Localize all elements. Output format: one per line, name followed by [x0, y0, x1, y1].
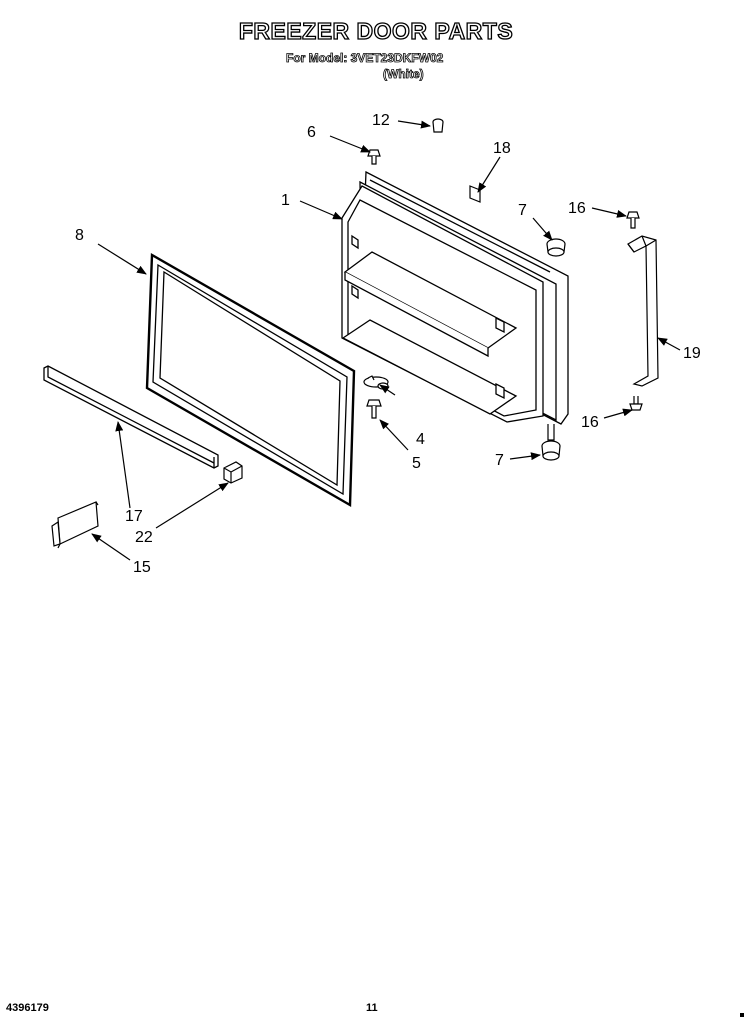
callout-7-top: 7: [518, 202, 527, 219]
callout-labels: 1 4 5 6 7 7 8 12 15 16 16 17 18 19 22: [75, 112, 701, 576]
clip-part: [223, 461, 243, 484]
door-strip-part: [43, 365, 219, 469]
door-liner-part: [341, 170, 569, 425]
callout-18: 18: [493, 140, 511, 157]
page-number: 11: [366, 1002, 378, 1014]
screw-part-16-bottom: [629, 396, 643, 411]
callout-6: 6: [307, 124, 316, 141]
callout-4: 4: [416, 431, 425, 448]
color-line: (White): [383, 67, 424, 82]
foam-block-part: [51, 501, 99, 549]
callout-1: 1: [281, 192, 290, 209]
plug-part: [432, 118, 444, 133]
door-stop-part: [363, 375, 389, 390]
door-gasket-part: [145, 252, 356, 508]
callout-15: 15: [133, 559, 151, 576]
callout-12: 12: [372, 112, 390, 129]
screw-part-5: [366, 399, 382, 419]
callout-22: 22: [135, 529, 153, 546]
hinge-bushing-bottom-part: [541, 424, 561, 461]
leader-lines: [91, 120, 681, 561]
screw-part-6: [367, 149, 381, 165]
callout-8: 8: [75, 227, 84, 244]
model-line: For Model: 3VET23DKFW02: [286, 51, 444, 66]
handle-part: [627, 235, 659, 387]
hinge-bushing-top-part: [546, 238, 566, 257]
document-number: 4396179: [6, 1002, 49, 1014]
corner-mark: [740, 1013, 744, 1017]
label-part: [469, 185, 481, 203]
callout-16-top: 16: [568, 200, 586, 217]
callout-7-bottom: 7: [495, 452, 504, 469]
callout-19: 19: [683, 345, 701, 362]
screw-part-16-top: [626, 211, 640, 229]
callout-5: 5: [412, 455, 421, 472]
callout-17: 17: [125, 508, 143, 525]
page-title: FREEZER DOOR PARTS: [238, 17, 514, 44]
callout-16-bottom: 16: [581, 414, 599, 431]
